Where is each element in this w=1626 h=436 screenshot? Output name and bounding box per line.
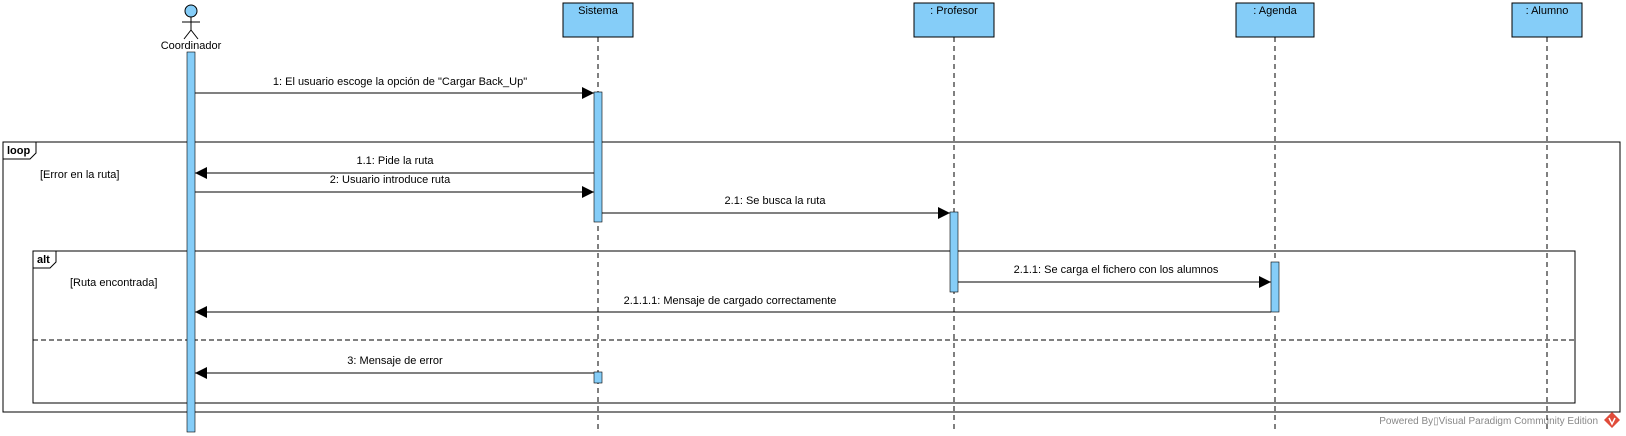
powered-by-text: Powered By▯Visual Paradigm Community Edi…: [1379, 416, 1598, 427]
message-label: 2.1.1: Se carga el fichero con los alumn…: [1014, 264, 1219, 276]
footer-watermark: Powered By▯Visual Paradigm Community Edi…: [1379, 412, 1620, 428]
lifeline-head-alumno[interactable]: : Alumno: [1511, 2, 1583, 38]
message-2-1-1-1[interactable]: 2.1.1.1: Mensaje de cargado correctament…: [195, 295, 1271, 318]
lifeline-name-profesor: : Profesor: [930, 5, 978, 17]
actor-coordinador[interactable]: Coordinador: [161, 4, 222, 52]
activation-sistema-error: [593, 371, 603, 384]
message-1[interactable]: 1: El usuario escoge la opción de "Carga…: [195, 76, 594, 99]
loop-fragment: loop [Error en la ruta]: [2, 141, 1621, 413]
message-2[interactable]: 2: Usuario introduce ruta: [195, 174, 594, 198]
loop-operator-label: loop: [7, 145, 30, 157]
alt-operator-label: alt: [37, 254, 50, 266]
message-label: 1: El usuario escoge la opción de "Carga…: [273, 76, 527, 88]
lifeline-head-agenda[interactable]: : Agenda: [1235, 2, 1315, 38]
message-label: 2: Usuario introduce ruta: [330, 174, 451, 186]
message-label: 3: Mensaje de error: [347, 355, 443, 367]
lifeline-head-sistema[interactable]: Sistema: [562, 2, 634, 38]
message-2-1[interactable]: 2.1: Se busca la ruta: [602, 195, 950, 219]
message-label: 2.1: Se busca la ruta: [725, 195, 827, 207]
message-2-1-1[interactable]: 2.1.1: Se carga el fichero con los alumn…: [958, 264, 1271, 288]
message-3[interactable]: 3: Mensaje de error: [195, 355, 594, 379]
lifeline-name-agenda: : Agenda: [1253, 5, 1297, 17]
alt-fragment: alt [Ruta encontrada]: [32, 250, 1576, 404]
activation-agenda: [1270, 261, 1280, 313]
actor-name: Coordinador: [161, 40, 222, 52]
activation-sistema: [593, 91, 603, 223]
activation-profesor: [949, 211, 959, 293]
activation-coordinador: [186, 51, 196, 433]
message-label: 2.1.1.1: Mensaje de cargado correctament…: [624, 295, 837, 307]
lifeline-head-profesor[interactable]: : Profesor: [913, 2, 995, 38]
alt-guard: [Ruta encontrada]: [70, 277, 157, 289]
actor-stick-figure-icon: [182, 4, 200, 40]
visual-paradigm-logo-icon: [1604, 412, 1620, 428]
lifeline-name-sistema: Sistema: [578, 5, 619, 17]
message-1-1[interactable]: 1.1: Pide la ruta: [195, 155, 594, 179]
loop-guard: [Error en la ruta]: [40, 169, 119, 181]
lifeline-name-alumno: : Alumno: [1526, 5, 1569, 17]
message-label: 1.1: Pide la ruta: [356, 155, 434, 167]
